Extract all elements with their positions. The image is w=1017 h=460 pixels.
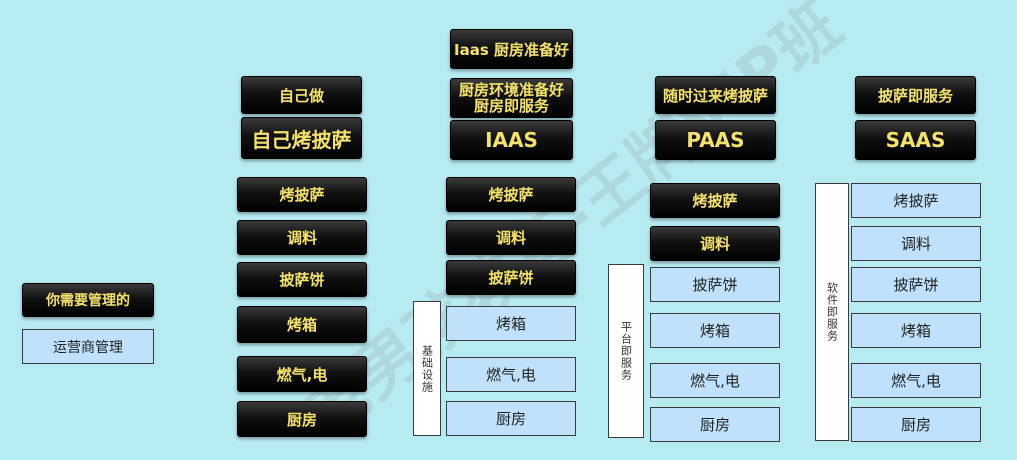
iaas-top-header: Iaas 厨房准备好 bbox=[450, 29, 573, 69]
iaas-header-line1: 厨房环境准备好 bbox=[458, 81, 564, 99]
saas-item: 调料 bbox=[851, 226, 981, 261]
paas-item: 烤箱 bbox=[650, 313, 780, 348]
paas-item: 调料 bbox=[650, 226, 780, 261]
iaas-header: 厨房环境准备好 厨房即服务 bbox=[450, 78, 573, 118]
self-item: 烤披萨 bbox=[237, 177, 367, 212]
legend-managed-by-you: 你需要管理的 bbox=[22, 283, 154, 317]
self-item: 调料 bbox=[237, 220, 367, 255]
iaas-item: 烤箱 bbox=[446, 306, 576, 341]
iaas-header-line2: 厨房即服务 bbox=[473, 97, 549, 115]
iaas-item: 披萨饼 bbox=[446, 260, 576, 295]
saas-item: 燃气,电 bbox=[851, 363, 981, 398]
paas-header: 随时过来烤披萨 bbox=[655, 76, 776, 114]
saas-item: 厨房 bbox=[851, 407, 981, 442]
self-item: 披萨饼 bbox=[237, 262, 367, 297]
saas-side-label: 软件即服务 bbox=[815, 183, 849, 441]
saas-item: 烤披萨 bbox=[851, 183, 981, 218]
paas-item: 厨房 bbox=[650, 407, 780, 442]
self-item: 烤箱 bbox=[237, 306, 367, 343]
iaas-item: 烤披萨 bbox=[446, 177, 576, 212]
paas-item: 披萨饼 bbox=[650, 267, 780, 302]
saas-item: 披萨饼 bbox=[851, 267, 981, 302]
iaas-side-label: 基础设施 bbox=[413, 301, 441, 436]
iaas-item: 燃气,电 bbox=[446, 357, 576, 392]
saas-title: SAAS bbox=[855, 120, 976, 160]
saas-header: 披萨即服务 bbox=[855, 76, 976, 114]
self-title: 自己烤披萨 bbox=[241, 117, 362, 159]
paas-title: PAAS bbox=[655, 120, 776, 160]
iaas-item: 调料 bbox=[446, 220, 576, 255]
iaas-title: IAAS bbox=[450, 120, 573, 160]
self-header: 自己做 bbox=[241, 76, 362, 114]
saas-item: 烤箱 bbox=[851, 313, 981, 348]
paas-item: 燃气,电 bbox=[650, 363, 780, 398]
paas-side-label: 平台即服务 bbox=[608, 264, 644, 438]
paas-item: 烤披萨 bbox=[650, 183, 780, 218]
legend-managed-by-vendor: 运营商管理 bbox=[22, 329, 154, 364]
self-item: 厨房 bbox=[237, 401, 367, 437]
self-item: 燃气,电 bbox=[237, 356, 367, 392]
iaas-item: 厨房 bbox=[446, 401, 576, 436]
